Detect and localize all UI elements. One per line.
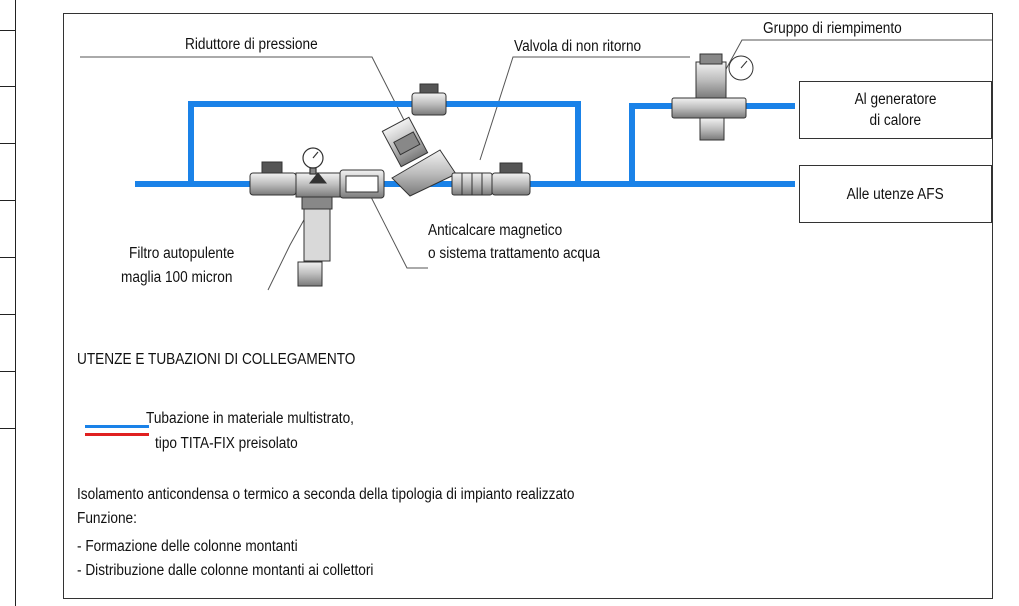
leader-anticalcare xyxy=(369,194,428,269)
ball-valve-icon xyxy=(249,161,297,196)
pressure-reducer-icon xyxy=(381,116,457,197)
note-distribuzione: - Distribuzione dalle colonne montanti a… xyxy=(77,562,374,579)
outlet-generatore-line2: di calore xyxy=(869,112,922,129)
ruler-tick xyxy=(0,143,16,144)
ruler-tick xyxy=(0,86,16,87)
ruler-tick xyxy=(0,314,16,315)
section-title: UTENZE E TUBAZIONI DI COLLEGAMENTO xyxy=(77,351,356,368)
outlet-generatore-line1: Al generatore xyxy=(854,91,937,108)
legend-blue-line xyxy=(85,425,149,428)
ruler-tick xyxy=(0,200,16,201)
filling-group-icon xyxy=(671,53,754,141)
ruler-tick xyxy=(0,30,16,31)
diagram-frame xyxy=(63,13,993,599)
ruler-tick xyxy=(0,371,16,372)
note-formazione: - Formazione delle colonne montanti xyxy=(77,538,298,555)
outlet-utenze: Alle utenze AFS xyxy=(799,165,992,223)
label-filtro-1: Filtro autopulente xyxy=(129,245,235,262)
magnetic-descaler-icon xyxy=(339,169,385,199)
legend-red-line xyxy=(85,433,149,436)
leader-gruppo xyxy=(719,39,992,81)
outlet-utenze-label: Alle utenze AFS xyxy=(846,185,945,203)
label-filtro-2: maglia 100 micron xyxy=(121,269,233,286)
pressure-gauge-icon xyxy=(302,147,324,175)
legend-text-1: Tubazione in materiale multistrato, xyxy=(146,410,354,427)
label-gruppo: Gruppo di riempimento xyxy=(763,20,902,37)
leader-valvola xyxy=(479,56,690,161)
ball-valve-icon xyxy=(491,162,531,196)
label-anticalcare-2: o sistema trattamento acqua xyxy=(428,245,601,262)
check-valve-icon xyxy=(451,172,493,196)
label-anticalcare-1: Anticalcare magnetico xyxy=(428,222,563,239)
ruler-tick xyxy=(0,428,16,429)
ruler-tick xyxy=(0,257,16,258)
note-funzione: Funzione: xyxy=(77,510,137,527)
label-valvola: Valvola di non ritorno xyxy=(514,38,642,55)
leader-riduttore xyxy=(80,56,409,129)
filter-icon xyxy=(295,172,341,287)
outlet-generatore: Al generatore di calore xyxy=(799,81,992,139)
legend-text-2: tipo TITA-FIX preisolato xyxy=(155,435,298,452)
bypass-pipe xyxy=(188,101,581,184)
left-ruler xyxy=(0,0,16,606)
ball-valve-icon xyxy=(411,83,447,116)
label-riduttore: Riduttore di pressione xyxy=(185,36,318,53)
note-isolamento: Isolamento anticondensa o termico a seco… xyxy=(77,486,575,503)
